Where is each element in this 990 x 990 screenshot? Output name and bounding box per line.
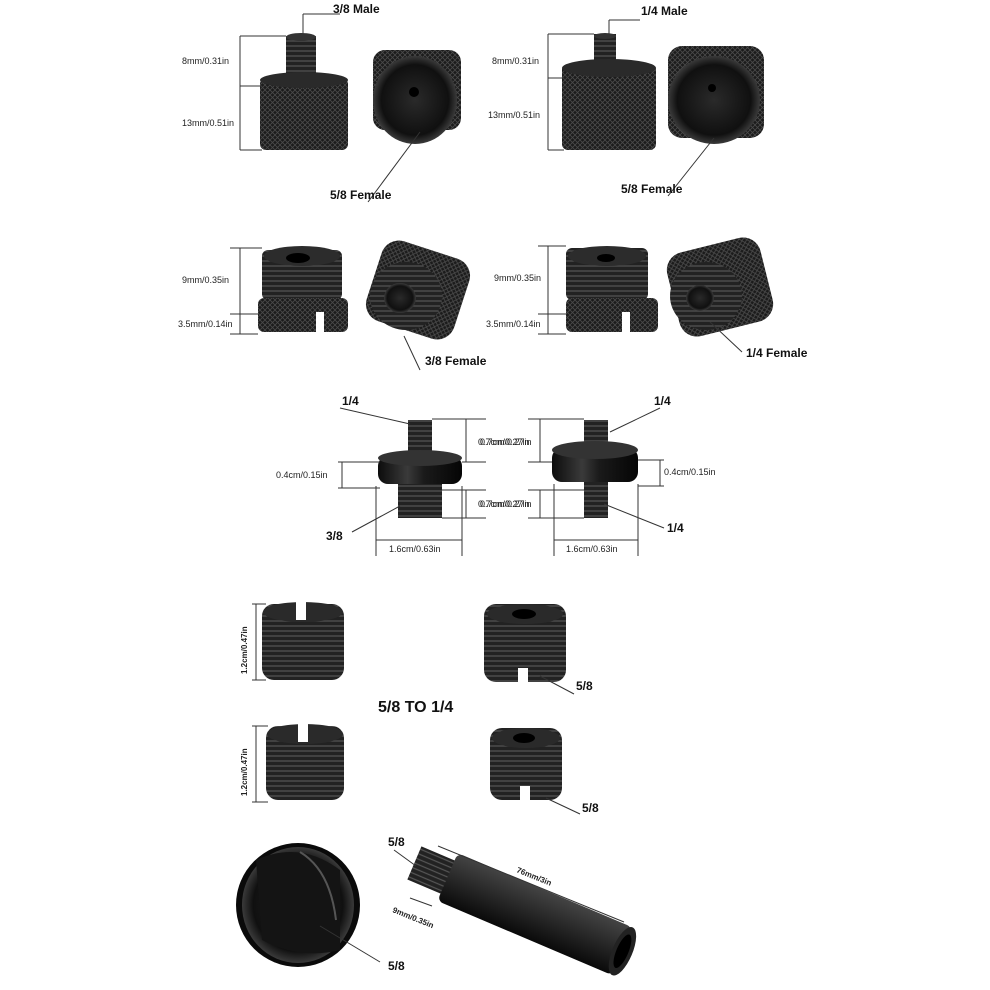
dim-lines-r2-left (230, 247, 421, 371)
knurled-body-part (260, 78, 348, 150)
label-5-8-female: 5/8 Female (330, 188, 392, 202)
dim-height: 9mm/0.35in (494, 273, 541, 283)
dim-lines-r2-right (538, 245, 743, 353)
dim-height-bottom: 1.2cm/0.47in (240, 748, 249, 796)
label-1-4-female: 1/4 Female (746, 346, 808, 360)
double-male-screw-1-4-to-3-8 (378, 420, 462, 518)
dim-lines-r3-right (528, 407, 665, 556)
adapter-face-view (668, 46, 764, 144)
adapter-3-8-male-to-5-8-female (260, 33, 348, 150)
label-3-8-female: 3/8 Female (425, 354, 487, 368)
label-tube-5-8: 5/8 (388, 835, 405, 849)
label-5-8-top: 5/8 (576, 679, 593, 693)
extension-tube (407, 846, 637, 976)
adapter-slotted-face (666, 237, 774, 337)
label-top-1-4: 1/4 (654, 394, 671, 408)
dim-top-height: 8mm/0.31in (182, 56, 229, 66)
label-closeup-5-8: 5/8 (388, 959, 405, 973)
dim-height-top: 1.2cm/0.47in (240, 626, 249, 674)
label-1-4-male: 1/4 Male (641, 4, 688, 18)
dim-collar: 0.4cm/0.15in (276, 470, 328, 480)
dim-top-height: 8mm/0.31in (492, 56, 539, 66)
label-bottom-3-8: 3/8 (326, 529, 343, 543)
dim-upper-thread: 0.7cm/0.27in (480, 437, 532, 447)
adapter-slotted-3-8 (258, 246, 348, 332)
adapter-face-view (373, 50, 461, 144)
dim-base: 3.5mm/0.14in (178, 319, 233, 329)
adapter-5-8-to-1-4-bottom-left (266, 724, 344, 800)
adapter-5-8-to-1-4-top-right (484, 604, 566, 682)
label-5-8-female: 5/8 Female (621, 182, 683, 196)
dim-lines-r1-right (547, 19, 715, 197)
dim-thread-length: 9mm/0.35in (391, 906, 435, 931)
adapter-slotted-face (365, 240, 471, 340)
dim-height: 9mm/0.35in (182, 275, 229, 285)
label-5-8-bottom: 5/8 (582, 801, 599, 815)
adapter-1-4-male-to-5-8-female (562, 33, 656, 150)
dim-width: 1.6cm/0.63in (566, 544, 618, 554)
dim-body-height: 13mm/0.51in (182, 118, 234, 128)
adapter-5-8-to-1-4-bottom-right (490, 728, 562, 800)
dim-body-height: 13mm/0.51in (488, 110, 540, 120)
dim-width: 1.6cm/0.63in (389, 544, 441, 554)
label-bottom-1-4: 1/4 (667, 521, 684, 535)
adapter-slotted-1-4 (566, 246, 658, 332)
dim-lower-thread: 0.7cm/0.27in (478, 499, 530, 509)
dim-lines-r3-left (338, 407, 486, 556)
label-top-1-4: 1/4 (342, 394, 359, 408)
dim-lines-r5 (319, 845, 625, 963)
closeup-female-thread (236, 843, 360, 967)
adapter-5-8-to-1-4-top-left (262, 602, 344, 680)
knurled-body-part (562, 64, 656, 150)
dim-collar: 0.4cm/0.15in (664, 467, 716, 477)
dim-lower-thread: 0.7cm/0.27in (480, 499, 532, 509)
label-3-8-male: 3/8 Male (333, 2, 380, 16)
dim-lines-r4 (252, 603, 581, 815)
section-title: 5/8 TO 1/4 (378, 699, 453, 716)
dim-upper-thread: 0.7cm/0.27in (478, 437, 530, 447)
dim-lines-r1-left (239, 13, 421, 203)
dim-base: 3.5mm/0.14in (486, 319, 541, 329)
double-male-screw-1-4-to-1-4 (552, 420, 638, 518)
